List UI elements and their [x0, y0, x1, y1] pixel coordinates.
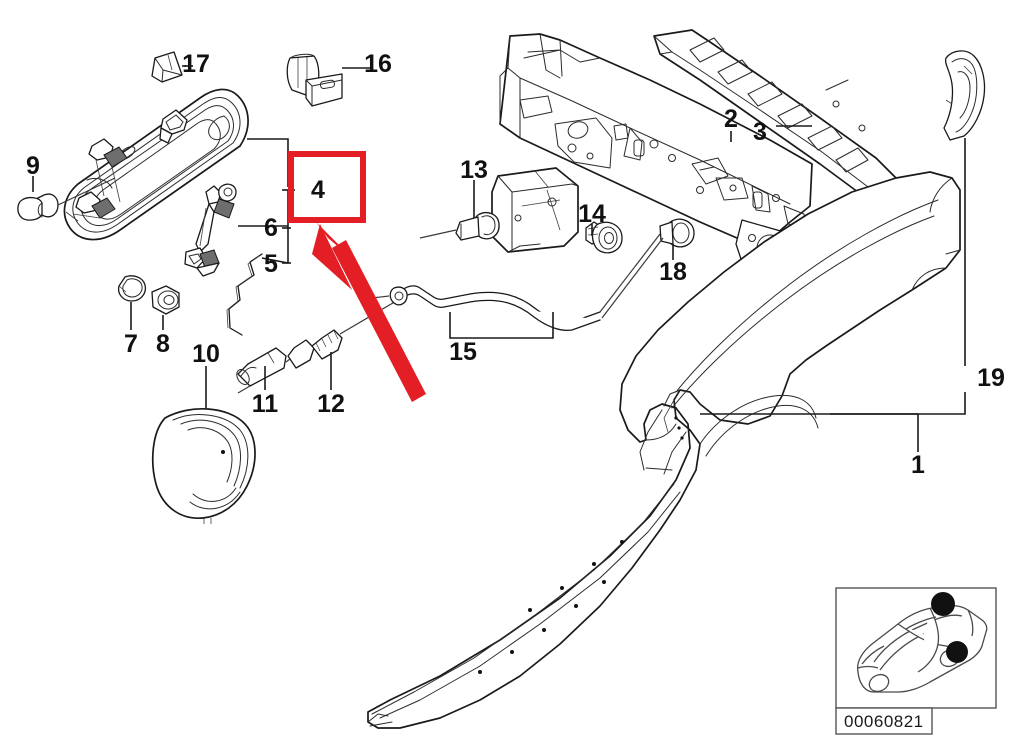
callout-1-label: 1: [911, 451, 925, 479]
diagram-reference-number: 00060821: [844, 712, 924, 731]
leader-5: [261, 257, 289, 264]
bracket-15: [449, 312, 554, 339]
callout-11-label: 11: [252, 390, 279, 418]
part-16-switch: [286, 53, 343, 107]
callout-9-label: 9: [26, 152, 40, 180]
part-6-lever: [184, 183, 237, 277]
part-19-clip: [943, 50, 986, 141]
callout-10-label: 10: [192, 340, 220, 368]
part-11-cable-end: [236, 347, 287, 387]
annotation-arrow: [312, 222, 426, 402]
callout-18-label: 18: [659, 258, 687, 286]
part-15-cable-run: [371, 285, 601, 332]
fuel-flap-assembly: [63, 88, 249, 241]
callout-13-label: 13: [460, 156, 488, 184]
callout-4-label: 4: [311, 176, 325, 204]
leader-1: [830, 413, 919, 452]
callout-15-label: 15: [449, 338, 477, 366]
part-9-plug: [17, 193, 59, 221]
callout-8-label: 8: [156, 330, 170, 358]
callout-12-label: 12: [317, 390, 345, 418]
part-8-nut: [151, 285, 180, 315]
callout-7-label: 7: [124, 330, 138, 358]
callout-5-label: 5: [264, 250, 278, 278]
part-7-grommet: [117, 275, 147, 302]
callout-6-label: 6: [264, 214, 278, 242]
callout-14-label: 14: [578, 200, 606, 228]
callout-labels: 17 16 9 4 6 5 7 8 10 11 12 13 14 15 18 2…: [26, 50, 1005, 479]
inset-car-drawing: [856, 604, 988, 693]
callout-2-label: 2: [724, 105, 738, 133]
part-12-cable: [237, 299, 399, 394]
part-10-housing: [151, 408, 256, 524]
vehicle-location-inset: 00060821: [835, 587, 997, 735]
part-14-bolt: [585, 221, 623, 254]
part-5-rod: [226, 253, 263, 336]
callout-19-label: 19: [977, 364, 1005, 392]
inset-marker-upper: [931, 592, 955, 616]
leader-9-line: [57, 177, 116, 206]
inset-marker-lower: [946, 641, 968, 663]
callout-16-label: 16: [364, 50, 392, 78]
part-13-actuator: [419, 167, 579, 253]
callout-17-label: 17: [182, 50, 210, 78]
part-17-wedge: [151, 51, 183, 83]
leader-4: [247, 138, 289, 187]
callout-3-label: 3: [753, 118, 767, 146]
part-18-release-cable: [599, 218, 695, 319]
